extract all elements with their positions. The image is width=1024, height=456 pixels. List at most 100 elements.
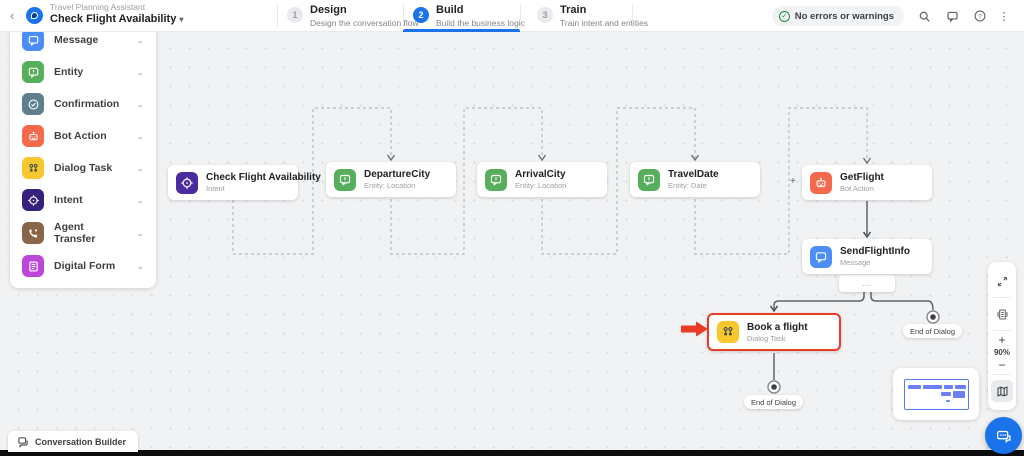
bot-action-icon	[22, 125, 44, 147]
tab-build[interactable]: 2 Build Build the business logic	[413, 4, 525, 28]
divider	[277, 4, 278, 28]
status-text: No errors or warnings	[794, 10, 894, 22]
node-title: TravelDate	[668, 169, 719, 180]
node-palette: ⌃ Message ⌄ Entity ⌄ Confirmation ⌄	[10, 10, 156, 288]
sidebar-item-label: Entity	[54, 66, 84, 78]
entity-icon	[334, 168, 356, 191]
sidebar-item-label: Dialog Task	[54, 162, 113, 174]
connection-condition-box[interactable]: ....	[839, 275, 895, 292]
sidebar-item-confirmation[interactable]: Confirmation ⌄	[10, 88, 156, 120]
sidebar-item-message[interactable]: Message ⌄	[10, 24, 156, 56]
node-subtitle: Message	[840, 258, 871, 267]
comment-icon[interactable]	[944, 8, 960, 24]
chevron-down-icon[interactable]: ⌄	[136, 66, 144, 77]
chevron-down-icon[interactable]: ⌄	[136, 194, 144, 205]
chat-preview-fab[interactable]	[985, 417, 1022, 454]
node-departure-city[interactable]: DepartureCity Entity: Location	[326, 162, 456, 197]
message-icon	[22, 29, 44, 51]
chevron-down-icon[interactable]: ⌄	[136, 98, 144, 109]
node-title: SendFlightInfo	[840, 246, 910, 257]
chevron-down-icon[interactable]: ⌄	[136, 162, 144, 173]
dialog-task-icon	[22, 157, 44, 179]
tab-description: Design the conversation flow	[310, 17, 419, 28]
confirmation-icon	[22, 93, 44, 115]
tab-label: Design	[310, 4, 347, 16]
zoom-out-button[interactable]: −	[998, 358, 1006, 372]
node-send-flight-info[interactable]: SendFlightInfo Message	[802, 239, 932, 274]
sidebar-item-label: Intent	[54, 194, 83, 206]
back-button[interactable]: ‹	[10, 8, 15, 23]
help-icon[interactable]: ?	[972, 8, 988, 24]
chevron-down-icon[interactable]: ⌄	[136, 34, 144, 45]
sidebar-item-label: Confirmation	[54, 98, 120, 110]
node-title: DepartureCity	[364, 169, 431, 180]
node-subtitle: Entity: Location	[364, 181, 416, 190]
sidebar-item-label: Message	[54, 34, 99, 46]
node-travel-date[interactable]: TravelDate Entity: Date	[630, 162, 760, 197]
sidebar-item-agent-transfer[interactable]: Agent Transfer ⌄	[10, 216, 156, 250]
message-icon	[810, 245, 832, 268]
validation-status-badge[interactable]: ✓ No errors or warnings	[771, 6, 904, 26]
agent-transfer-icon	[22, 222, 44, 244]
add-node-port[interactable]: +	[790, 176, 796, 187]
builder-label: Conversation Builder	[35, 436, 127, 447]
divider	[403, 4, 404, 28]
breadcrumb[interactable]: Travel Planning Assistant Check Flight A…	[50, 2, 184, 25]
node-check-flight-availability[interactable]: Check Flight Availability Intent	[168, 165, 321, 200]
active-tab-underline	[403, 29, 520, 32]
sidebar-item-entity[interactable]: Entity ⌄	[10, 56, 156, 88]
entity-icon	[638, 168, 660, 191]
sidebar-item-intent[interactable]: Intent ⌄	[10, 184, 156, 216]
search-icon[interactable]	[916, 8, 932, 24]
divider	[993, 330, 1011, 331]
assistant-name: Travel Planning Assistant	[50, 2, 146, 12]
minimap-panel[interactable]	[893, 368, 979, 420]
node-title: GetFlight	[840, 172, 884, 183]
fit-to-screen-icon[interactable]	[991, 270, 1013, 292]
minimap-toggle-icon[interactable]	[991, 380, 1013, 402]
dialog-title[interactable]: Check Flight Availability	[50, 12, 177, 25]
red-pointer-arrow	[681, 321, 708, 337]
end-of-dialog-label: End of Dialog	[903, 324, 963, 338]
node-arrival-city[interactable]: ArrivalCity Entity: Location	[477, 162, 607, 197]
sidebar-item-dialog-task[interactable]: Dialog Task ⌄	[10, 152, 156, 184]
tab-label: Train	[560, 4, 587, 16]
node-title: ArrivalCity	[515, 169, 566, 180]
divider	[993, 297, 1011, 298]
node-book-a-flight[interactable]: Book a flight Dialog Task	[707, 313, 841, 351]
sidebar-item-label: Bot Action	[54, 130, 107, 142]
minimap-viewport[interactable]	[904, 379, 969, 410]
entity-icon	[485, 168, 507, 191]
sidebar-item-bot-action[interactable]: Bot Action ⌄	[10, 120, 156, 152]
canvas-toolbar: + 90% −	[988, 262, 1016, 410]
chevron-down-icon[interactable]: ▾	[179, 14, 184, 24]
zoom-in-button[interactable]: +	[998, 333, 1006, 347]
divider	[520, 4, 521, 28]
end-of-dialog-label: End of Dialog	[744, 395, 804, 409]
chevron-down-icon[interactable]: ⌄	[136, 130, 144, 141]
top-header: ‹ Travel Planning Assistant Check Flight…	[0, 0, 1024, 32]
dialog-task-icon	[717, 321, 739, 343]
svg-text:?: ?	[978, 13, 982, 20]
flow-canvas[interactable]: Check Flight Availability Intent Departu…	[0, 32, 1024, 456]
chevron-down-icon[interactable]: ⌄	[136, 227, 144, 238]
sidebar-item-digital-form[interactable]: Digital Form ⌄	[10, 250, 156, 282]
digital-form-icon	[22, 255, 44, 277]
chevron-down-icon[interactable]: ⌄	[136, 260, 144, 271]
intent-icon	[22, 189, 44, 211]
node-subtitle: Entity: Date	[668, 181, 707, 190]
intent-icon	[176, 171, 198, 194]
node-subtitle: Entity: Location	[515, 181, 567, 190]
tab-design[interactable]: 1 Design Design the conversation flow	[287, 4, 419, 28]
chat-stack-icon	[18, 436, 28, 448]
entity-icon	[22, 61, 44, 83]
tab-train[interactable]: 3 Train Train intent and entities	[537, 4, 648, 28]
node-get-flight[interactable]: GetFlight Bot Action	[802, 165, 932, 200]
auto-arrange-icon[interactable]	[991, 303, 1013, 325]
node-subtitle: Intent	[206, 184, 225, 193]
tab-number: 2	[413, 7, 429, 23]
kebab-menu-icon[interactable]: ⋮	[998, 10, 1010, 23]
conversation-builder-tab[interactable]: Conversation Builder	[8, 431, 139, 452]
tab-number: 3	[537, 7, 553, 23]
